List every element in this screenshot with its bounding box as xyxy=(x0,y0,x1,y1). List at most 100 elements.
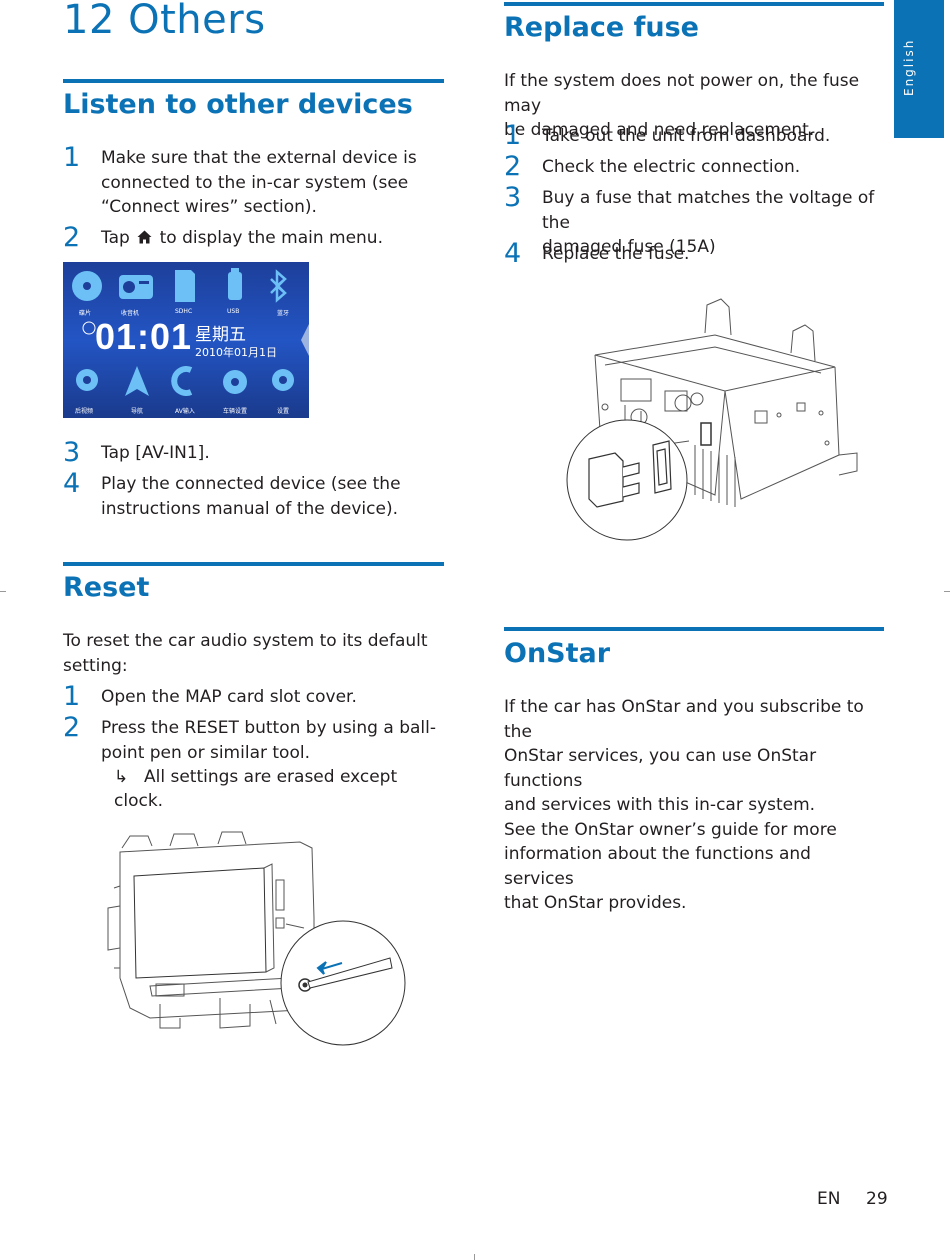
section-title-reset: Reset xyxy=(63,572,150,603)
usb-icon xyxy=(228,272,242,300)
listen-step-2: 2 Tap to display the main menu. xyxy=(63,222,444,253)
screen-label: 后视频 xyxy=(75,408,94,415)
section-rule-reset xyxy=(63,562,444,566)
section-title-fuse: Replace fuse xyxy=(504,12,699,43)
step-text-before: Tap xyxy=(101,228,130,248)
reset-intro: To reset the car audio system to its def… xyxy=(63,629,444,678)
screen-label: 导航 xyxy=(131,408,144,415)
fuse-intro: If the system does not power on, the fus… xyxy=(504,69,884,143)
step-text-before: Tap xyxy=(101,443,130,463)
language-tab-label: English xyxy=(902,38,916,96)
screen-weekday: 星期五 xyxy=(195,325,246,345)
main-menu-screenshot: 碟片 收音机 SDHC USB 蓝牙 01:01 星期五 2010年01月1日 … xyxy=(63,262,309,418)
step-line: Take out the unit from dashboard. xyxy=(542,126,831,146)
sdhc-icon xyxy=(175,270,195,302)
reset-step-1: 1 Open the MAP card slot cover. xyxy=(63,681,444,712)
footer-language: EN xyxy=(817,1189,841,1209)
para-line: If the car has OnStar and you subscribe … xyxy=(504,697,864,742)
screen-label: AV输入 xyxy=(175,408,195,415)
screen-label: SDHC xyxy=(175,308,193,315)
para-line: See the OnStar owner’s guide for more xyxy=(504,819,837,840)
screen-clock: 01:01 xyxy=(95,316,193,357)
step-line: damaged fuse (15A) xyxy=(542,237,716,257)
fuse-step-1: 1 Take out the unit from dashboard. xyxy=(504,120,884,151)
step-number: 4 xyxy=(504,238,522,269)
para-line: To reset the car audio system to its def… xyxy=(63,631,428,651)
chapter-title: 12 Others xyxy=(63,0,266,43)
para-line: If the system does not power on, the fus… xyxy=(504,71,860,116)
fuse-step-4: 4 Replace the fuse. xyxy=(504,238,884,269)
crop-mark xyxy=(474,1254,475,1260)
step-line: Make sure that the external device is xyxy=(101,148,417,168)
step-number: 1 xyxy=(504,120,522,151)
crop-mark xyxy=(0,591,6,592)
step-text-after: . xyxy=(204,443,210,463)
step-line: Press the RESET button by using a ball- xyxy=(101,718,436,738)
step-number: 3 xyxy=(63,437,81,468)
step-number: 2 xyxy=(63,712,81,743)
step-line: Check the electric connection. xyxy=(542,157,801,177)
para-line: setting: xyxy=(63,655,128,676)
para-line: and services with this in-car system. xyxy=(504,795,816,815)
section-rule-onstar xyxy=(504,627,884,631)
screen-date: 2010年01月1日 xyxy=(195,346,277,359)
step-number: 4 xyxy=(63,468,81,499)
step-line: “Connect wires” section). xyxy=(101,197,317,217)
step-text: Take out the unit from dashboard. xyxy=(542,124,830,149)
page-number: 29 xyxy=(866,1189,888,1209)
step-line: Replace the fuse. xyxy=(542,244,690,264)
result-arrow-icon: ↳ xyxy=(114,767,129,787)
screen-icons xyxy=(72,268,309,396)
screen-label: 收音机 xyxy=(121,310,140,317)
step-text: Replace the fuse. xyxy=(542,242,689,267)
step-text: Tap to display the main menu. xyxy=(101,226,383,251)
step-text: Buy a fuse that matches the voltage of t… xyxy=(542,186,884,260)
step-text: Make sure that the external device is co… xyxy=(101,146,417,220)
step-text: Open the MAP card slot cover. xyxy=(101,685,357,710)
section-rule-fuse xyxy=(504,2,884,6)
av-input-icon xyxy=(171,366,193,396)
home-icon xyxy=(137,230,152,244)
language-tab: English xyxy=(894,0,944,138)
step-number: 1 xyxy=(63,681,81,712)
step-text: Check the electric connection. xyxy=(542,155,800,180)
screen-label: USB xyxy=(227,308,240,315)
step-text: Play the connected device (see the instr… xyxy=(101,472,401,521)
step-number: 2 xyxy=(63,222,81,253)
navigation-icon xyxy=(125,366,149,396)
para-line: be damaged and need replacement. xyxy=(504,120,815,140)
section-rule-listen xyxy=(63,79,444,83)
screen-label: 蓝牙 xyxy=(277,310,290,317)
step-number: 3 xyxy=(504,182,522,213)
onstar-body: If the car has OnStar and you subscribe … xyxy=(504,695,884,916)
fuse-illustration xyxy=(566,298,858,541)
result-text: All settings are erased except clock. xyxy=(114,767,398,811)
fuse-step-2: 2 Check the electric connection. xyxy=(504,151,884,182)
section-title-listen: Listen to other devices xyxy=(63,89,413,120)
step-text-after: to display the main menu. xyxy=(159,228,383,248)
listen-step-3: 3 Tap [AV-IN1]. xyxy=(63,437,444,468)
para-line: information about the functions and serv… xyxy=(504,844,811,889)
fuse-step-3: 3 Buy a fuse that matches the voltage of… xyxy=(504,182,884,258)
bluetooth-icon xyxy=(270,269,287,303)
listen-step-1: 1 Make sure that the external device is … xyxy=(63,142,444,221)
listen-step-4: 4 Play the connected device (see the ins… xyxy=(63,468,444,522)
screen-label: 设置 xyxy=(277,408,290,415)
step-line: Open the MAP card slot cover. xyxy=(101,687,357,707)
screen-label: 车辆设置 xyxy=(223,408,248,415)
step-text: Tap [AV-IN1]. xyxy=(101,441,210,466)
step-line: connected to the in-car system (see xyxy=(101,172,409,193)
crop-mark xyxy=(944,591,950,592)
reset-result: ↳All settings are erased except clock. xyxy=(114,765,444,813)
reset-step-2: 2 Press the RESET button by using a ball… xyxy=(63,712,444,766)
section-title-onstar: OnStar xyxy=(504,638,611,669)
step-text-button-label: [AV-IN1] xyxy=(135,443,205,463)
step-line: point pen or similar tool. xyxy=(101,742,310,763)
para-line: that OnStar provides. xyxy=(504,893,687,913)
step-number: 1 xyxy=(63,142,81,173)
step-text: Press the RESET button by using a ball- … xyxy=(101,716,436,765)
step-line: Buy a fuse that matches the voltage of t… xyxy=(542,188,875,233)
screen-label: 碟片 xyxy=(79,310,92,317)
step-line: Play the connected device (see the xyxy=(101,474,401,494)
step-number: 2 xyxy=(504,151,522,182)
